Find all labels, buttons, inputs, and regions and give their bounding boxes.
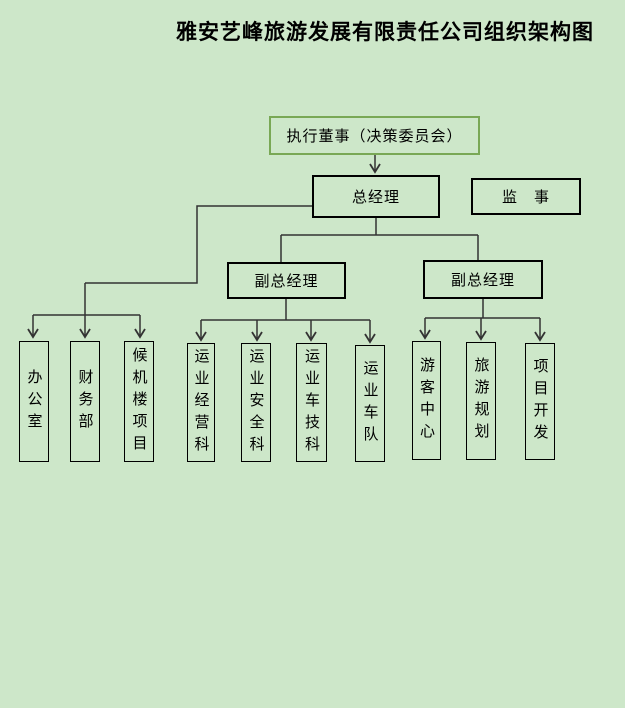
node-tourism-planning: 旅游规划	[466, 342, 496, 460]
node-tourism-planning-label: 旅游规划	[472, 357, 490, 445]
node-office-label: 办公室	[25, 368, 43, 435]
node-finance-dept: 财务部	[70, 341, 100, 462]
node-general-manager: 总经理	[312, 175, 440, 218]
connector-gm-to-deputies	[280, 217, 479, 262]
node-vehicle-technology-label: 运业车技科	[303, 347, 320, 458]
connector-right-deputy-bar	[425, 299, 540, 319]
connector-left-deputy-bar	[201, 299, 370, 321]
node-office: 办公室	[19, 341, 49, 462]
node-visitor-center: 游客中心	[412, 341, 441, 460]
node-transport-fleet-label: 运业车队	[361, 359, 379, 448]
node-transport-safety: 运业安全科	[241, 343, 271, 462]
node-terminal-project: 候机楼项目	[124, 341, 154, 462]
node-project-development-label: 项目开发	[531, 357, 549, 446]
node-finance-dept-label: 财务部	[76, 368, 94, 435]
node-transport-fleet: 运业车队	[355, 345, 385, 462]
chart-title: 雅安艺峰旅游发展有限责任公司组织架构图	[176, 19, 594, 44]
node-executive-director: 执行董事（决策委员会）	[269, 116, 480, 155]
connector-gm-to-admin	[85, 205, 312, 284]
node-transport-operations-label: 运业经营科	[192, 347, 210, 458]
node-vehicle-technology: 运业车技科	[296, 343, 327, 462]
node-terminal-project-label: 候机楼项目	[130, 346, 148, 457]
node-deputy-gm-right: 副总经理	[423, 260, 543, 299]
node-project-development: 项目开发	[525, 343, 555, 460]
node-transport-safety-label: 运业安全科	[247, 347, 265, 458]
node-transport-operations: 运业经营科	[187, 343, 215, 462]
node-deputy-gm-left: 副总经理	[227, 262, 346, 299]
node-supervisor: 监 事	[471, 178, 581, 215]
node-visitor-center-label: 游客中心	[418, 356, 435, 445]
